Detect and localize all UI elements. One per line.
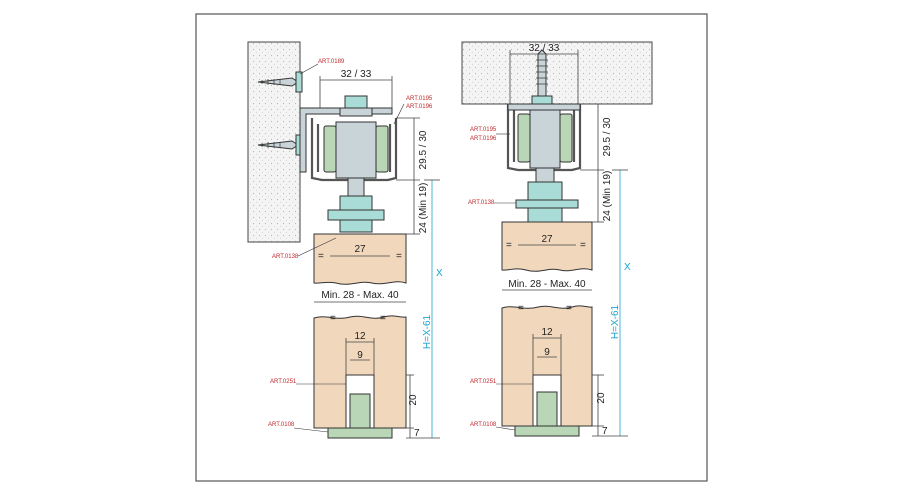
- dim-height-hanger: 24 (Min 19): [418, 183, 429, 234]
- hanger-base: [339, 219, 373, 233]
- wall-screw-upper: [257, 71, 303, 93]
- top-washer: [339, 107, 373, 117]
- top-nut: [344, 95, 368, 109]
- wheel-left: [323, 125, 337, 173]
- eq-right: =: [396, 251, 402, 262]
- dim-h7: 7: [602, 426, 608, 437]
- hanger-plate: [327, 209, 385, 221]
- label-art-0108: ART.0108: [470, 422, 497, 428]
- dim-range: Min. 28 - Max. 40: [321, 290, 399, 301]
- dim-w12: 12: [354, 331, 366, 342]
- label-art-0138: ART.0138: [272, 254, 299, 260]
- door-bottom-section: [501, 305, 593, 427]
- label-art-0108: ART.0108: [268, 422, 295, 428]
- trolley-body: [335, 121, 377, 179]
- hanger-base: [527, 207, 563, 223]
- hanger-bolt: [347, 177, 365, 197]
- dim-x: X: [624, 262, 631, 273]
- floor-guide-base: [327, 427, 393, 439]
- eq-bottom-left: =: [518, 303, 524, 314]
- door-top-section: [501, 221, 593, 272]
- floor-guide: [536, 391, 558, 427]
- label-art-0195: ART.0195: [470, 127, 497, 133]
- wheel-right: [375, 125, 389, 173]
- hanger-bolt: [535, 167, 555, 183]
- ceiling-block: [461, 41, 653, 105]
- track-inner: [512, 110, 576, 162]
- door-top-section: [313, 233, 407, 285]
- dim-height-track: 29.5 / 30: [418, 130, 429, 169]
- label-art-0251: ART.0251: [270, 379, 297, 385]
- dim-w9: 9: [544, 347, 550, 358]
- trolley-body: [529, 109, 561, 169]
- right-view: 32 / 33 29.5 / 30 24 (Min 19) 27 = = Min…: [461, 41, 653, 437]
- track-inner: [316, 124, 392, 172]
- eq-left: =: [506, 240, 512, 251]
- door-bottom-section: [313, 315, 407, 429]
- eq-bottom-right: =: [380, 313, 386, 324]
- dim-range: Min. 28 - Max. 40: [508, 279, 586, 290]
- eq-bottom-right: =: [566, 303, 572, 314]
- dim-height-track: 29.5 / 30: [602, 117, 613, 156]
- hanger-nut: [527, 181, 563, 201]
- floor-guide-base: [514, 425, 580, 437]
- ceiling-screw: [531, 49, 553, 105]
- label-art-0195: ART.0195: [406, 96, 433, 102]
- dim-h20: 20: [596, 392, 607, 404]
- dim-door-top: 27: [541, 234, 553, 245]
- dim-h20: 20: [408, 394, 419, 406]
- label-art-0196: ART.0196: [470, 136, 497, 142]
- dim-hx: H=X-61: [610, 304, 621, 339]
- label-art-0138: ART.0138: [468, 200, 495, 206]
- label-art-0196: ART.0196: [406, 104, 433, 110]
- dim-height-hanger: 24 (Min 19): [602, 171, 613, 222]
- dim-hx: H=X-61: [422, 314, 433, 349]
- eq-right: =: [580, 240, 586, 251]
- wheel-left: [517, 113, 531, 163]
- label-art-0251: ART.0251: [470, 379, 497, 385]
- dim-width-top: 32 / 33: [529, 43, 560, 54]
- eq-left: =: [318, 251, 324, 262]
- floor-guide: [349, 393, 371, 429]
- dim-h7: 7: [414, 428, 420, 439]
- left-view: 32 / 33 29.5 / 30 24 (Min 19) 27 = = Min…: [247, 41, 443, 439]
- dim-w12: 12: [541, 327, 553, 338]
- track-top: [507, 103, 581, 111]
- eq-bottom-left: =: [330, 313, 336, 324]
- label-art-0189: ART.0189: [318, 59, 345, 65]
- dim-door-top: 27: [354, 244, 366, 255]
- hanger-plate: [515, 199, 579, 209]
- hanger-nut: [339, 195, 373, 211]
- wheel-right: [559, 113, 573, 163]
- dim-x: X: [436, 268, 443, 279]
- dim-w9: 9: [357, 350, 363, 361]
- dim-width-top: 32 / 33: [341, 69, 372, 80]
